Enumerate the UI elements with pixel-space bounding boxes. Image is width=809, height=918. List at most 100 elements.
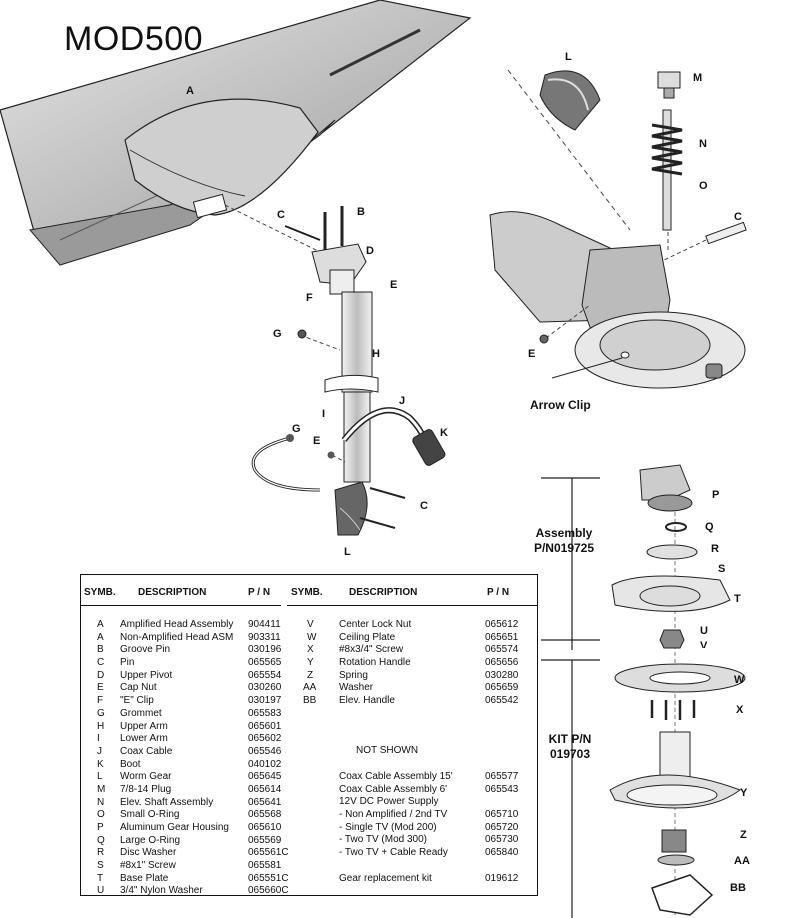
label-v: V: [700, 640, 708, 648]
label-b: B: [357, 206, 365, 218]
header-symb-left: SYMB.: [84, 587, 116, 598]
header-rule-right: [287, 605, 537, 606]
header-description-right: DESCRIPTION: [349, 587, 418, 598]
gearbox-assembly: [489, 69, 747, 389]
not-shown-row: Coax Cable Assembly 6'065543: [339, 783, 519, 795]
label-j: J: [399, 395, 406, 407]
mast-assembly: [251, 206, 446, 536]
label-l-2: L: [565, 51, 572, 63]
label-y: Y: [740, 787, 748, 799]
antenna-head-a: [0, 0, 472, 266]
kit-bracket: [541, 659, 600, 918]
label-u: U: [700, 625, 708, 637]
label-h: H: [372, 348, 380, 360]
kit-exploded-stack: [609, 464, 746, 918]
label-c-3: C: [734, 211, 742, 223]
assembly-label-line1: Assembly: [535, 526, 593, 540]
kit-label-line2: 019703: [549, 747, 591, 761]
label-i: I: [322, 408, 326, 420]
label-g-2: G: [292, 423, 301, 435]
label-bb: BB: [730, 882, 746, 894]
label-x: X: [736, 704, 744, 716]
model-title: MOD500: [64, 20, 204, 58]
not-shown-row: 12V DC Power Supply: [339, 796, 439, 808]
label-o: O: [699, 180, 708, 192]
label-c: C: [277, 209, 285, 221]
label-w: W: [734, 674, 745, 686]
label-f: F: [306, 292, 313, 304]
header-pn-left: P / N: [248, 587, 271, 598]
label-q: Q: [705, 521, 714, 533]
assembly-bracket: [541, 477, 600, 650]
header-description-left: DESCRIPTION: [138, 587, 207, 598]
header-pn-right: P / N: [487, 587, 510, 598]
label-n: N: [699, 138, 707, 150]
spring-shaft: [651, 109, 683, 231]
label-g: G: [273, 328, 282, 340]
not-shown-rows: Coax Cable Assembly 15'065577 Coax Cable…: [287, 771, 537, 885]
assembly-label-line2: P/N019725: [533, 541, 595, 555]
not-shown-heading: NOT SHOWN: [356, 745, 419, 756]
label-k: K: [440, 427, 448, 439]
label-c-2: C: [420, 500, 428, 512]
label-l: L: [344, 546, 351, 558]
not-shown-row: [287, 860, 537, 873]
arrow-clip-label: Arrow Clip: [530, 398, 591, 412]
label-e: E: [390, 279, 398, 291]
label-e-3: E: [528, 348, 536, 360]
parts-table: SYMB. DESCRIPTION P / N SYMB. DESCRIPTIO…: [80, 574, 538, 896]
label-aa: AA: [734, 855, 750, 867]
label-e-2: E: [313, 435, 321, 447]
label-a: A: [186, 85, 194, 97]
assembly-pn-label: Assembly P/N019725: [526, 526, 602, 556]
kit-pn-label: KIT P/N 019703: [540, 732, 600, 762]
label-m: M: [693, 72, 703, 84]
label-t: T: [734, 593, 741, 605]
not-shown-row: Coax Cable Assembly 15'065577: [339, 771, 519, 782]
header-symb-right: SYMB.: [291, 587, 323, 598]
label-d: D: [366, 245, 374, 257]
label-r: R: [711, 543, 719, 555]
header-rule-left: [81, 605, 281, 606]
label-p: P: [712, 489, 720, 501]
label-z: Z: [740, 829, 747, 841]
not-shown-row: - Single TV (Mod 200)065720: [339, 821, 519, 833]
not-shown-row: - Two TV (Mod 300)065730: [339, 834, 519, 846]
label-s: S: [718, 563, 726, 575]
